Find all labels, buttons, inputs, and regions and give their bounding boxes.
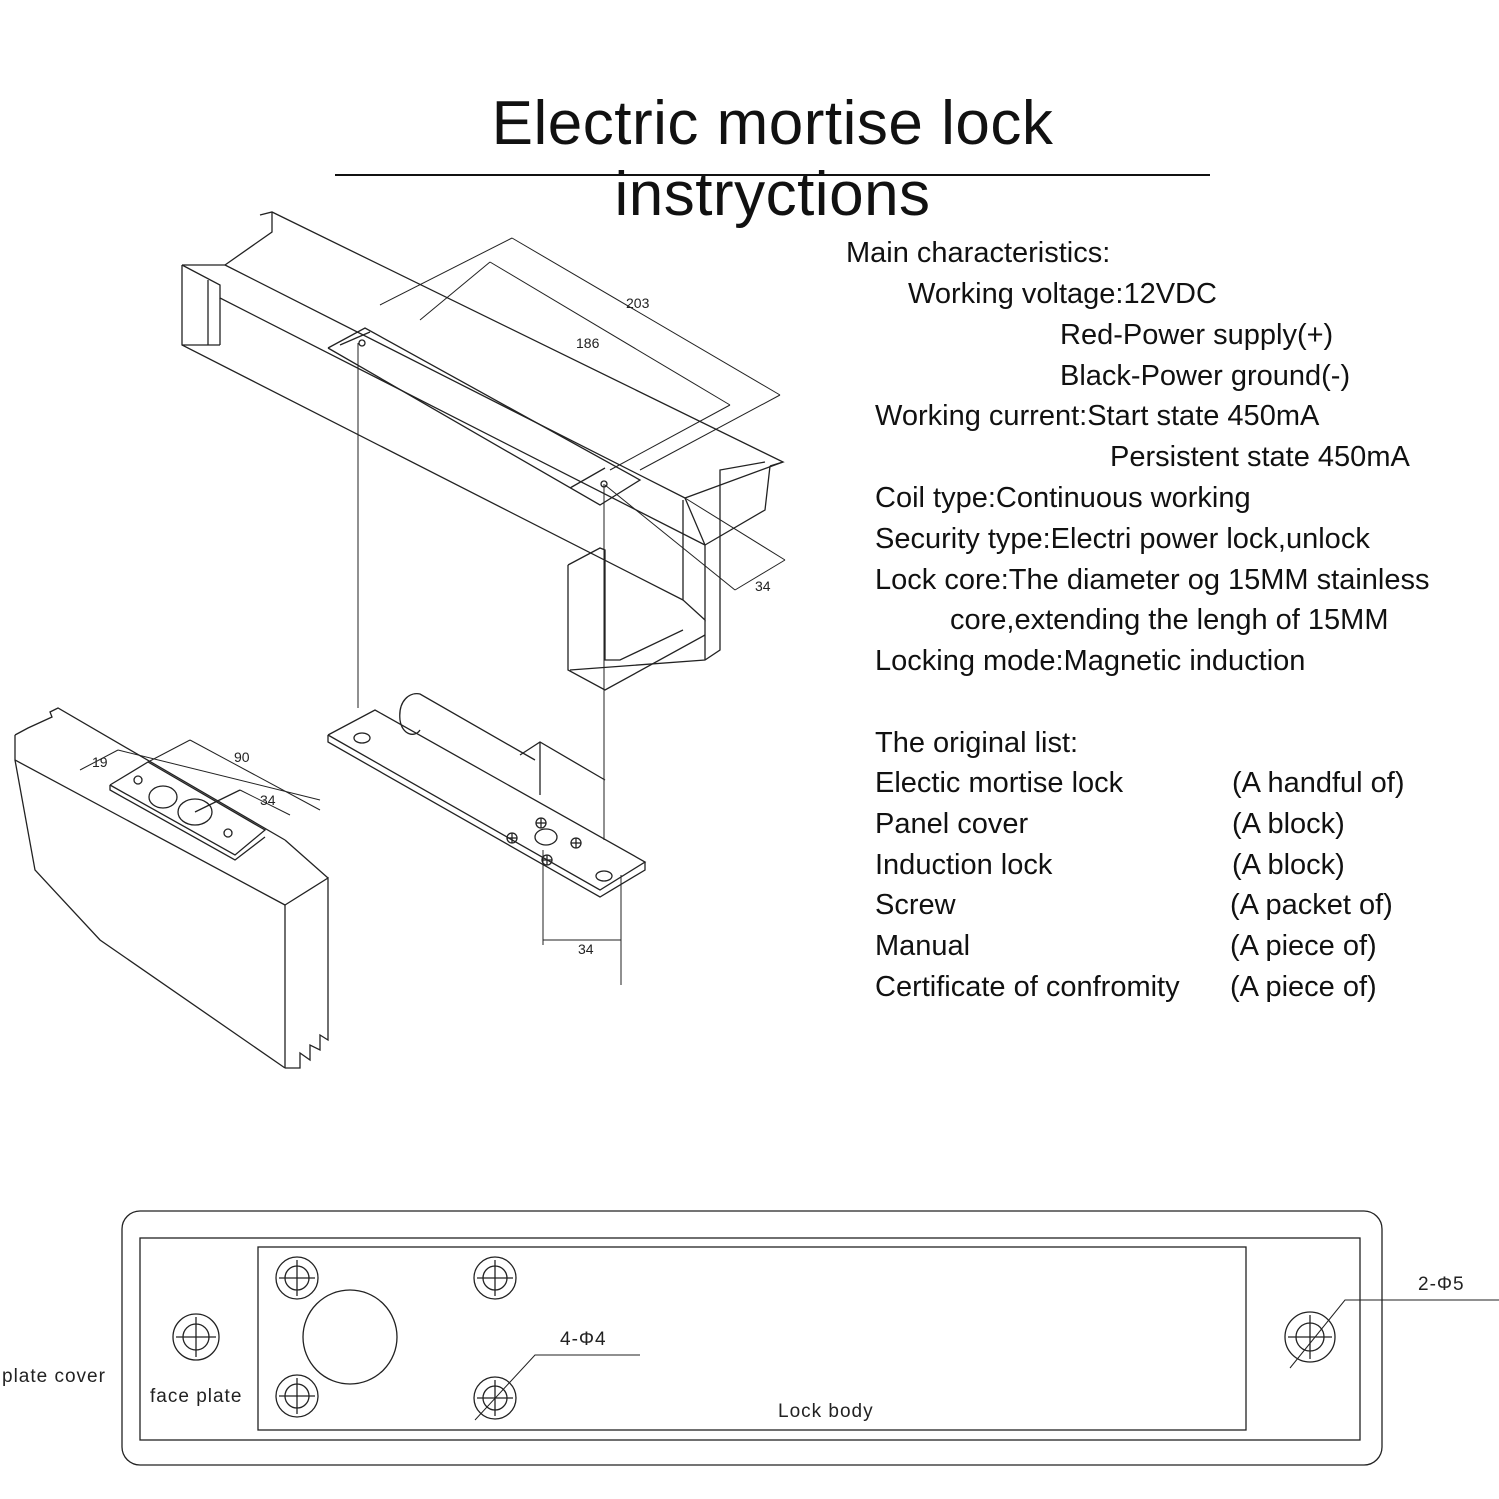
- plan-view: [121, 1210, 1383, 1466]
- door-frame: [181, 211, 785, 691]
- dim-34-frame: 34: [755, 578, 771, 594]
- alignment-lines: [357, 343, 622, 985]
- list-item-name: Screw: [875, 889, 956, 921]
- spec-line: Persistent state 450mA: [1110, 441, 1410, 473]
- dim-203: 203: [626, 295, 650, 311]
- characteristics-heading: Main characteristics:: [846, 237, 1111, 269]
- spec-line: Coil type:Continuous working: [875, 482, 1251, 514]
- list-item-name: Induction lock: [875, 849, 1053, 881]
- list-item-name: Certificate of confromity: [875, 971, 1180, 1003]
- spec-line: Working voltage:12VDC: [908, 278, 1217, 310]
- title-underline: [335, 174, 1210, 176]
- document-title: Electric mortise lock instryctions: [491, 89, 1054, 229]
- plate-dimension-lines: [79, 739, 321, 816]
- label-holes-2: 2-Φ5: [1418, 1274, 1465, 1295]
- hole-face-plate-icon: [172, 1313, 220, 1361]
- hole-right-icon: [1284, 1311, 1336, 1363]
- list-item-name: Panel cover: [875, 808, 1029, 840]
- hole-bl-icon: [275, 1374, 319, 1418]
- list-item-qty: (A handful of): [1232, 767, 1405, 799]
- original-list-heading: The original list:: [875, 727, 1079, 759]
- label-face-plate: face plate: [150, 1386, 242, 1407]
- dim-34-plate: 34: [260, 792, 276, 808]
- plan-holes: [172, 1256, 1499, 1421]
- spec-line: core,extending the lengh of 15MM: [950, 604, 1389, 636]
- spec-line: Red-Power supply(+): [1060, 319, 1334, 351]
- spec-line: Lock core:The diameter og 15MM stainless: [875, 564, 1430, 596]
- list-item-qty: (A piece of): [1230, 971, 1377, 1003]
- spec-line: Locking mode:Magnetic induction: [875, 645, 1306, 677]
- list-item-qty: (A block): [1232, 849, 1345, 881]
- hole-tl-icon: [275, 1256, 319, 1300]
- spec-line: Black-Power ground(-): [1060, 360, 1351, 392]
- dim-19: 19: [92, 754, 108, 770]
- dim-186: 186: [576, 335, 600, 351]
- dim-34-lock: 34: [578, 941, 594, 957]
- frame-dimension-lines: [379, 237, 786, 591]
- list-item-qty: (A block): [1232, 808, 1345, 840]
- list-item-name: Manual: [875, 930, 971, 962]
- list-item-qty: (A packet of): [1230, 889, 1393, 921]
- label-lock-body: Lock body: [778, 1401, 874, 1422]
- dim-90: 90: [234, 749, 250, 765]
- list-item-name: Electic mortise lock: [875, 767, 1124, 799]
- list-item-qty: (A piece of): [1230, 930, 1377, 962]
- door-leaf: [14, 707, 329, 1069]
- lock-body-3d: [327, 693, 647, 898]
- label-holes-4: 4-Φ4: [560, 1329, 607, 1350]
- hole-tr-icon: [473, 1256, 517, 1300]
- label-plate-cover: plate cover: [2, 1366, 106, 1387]
- spec-line: Security type:Electri power lock,unlock: [875, 523, 1370, 555]
- spec-line: Working current:Start state 450mA: [875, 400, 1320, 432]
